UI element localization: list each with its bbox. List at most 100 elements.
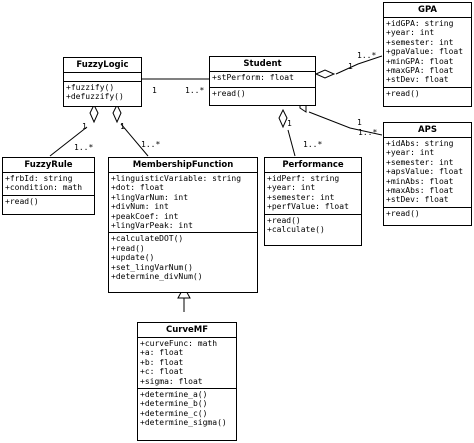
attribute: +gpaValue: float: [386, 47, 464, 57]
attribute: +dot: float: [111, 183, 164, 193]
attribute: +minGPA: float: [386, 56, 454, 66]
multiplicity-label: 1..*: [185, 86, 205, 95]
class-gpa: GPA +idGPA: string +year: int +semester:…: [383, 2, 472, 107]
attribute: +frbId: string: [5, 174, 73, 183]
methods-section: +fuzzify() +defuzzify(): [64, 82, 141, 104]
attribute: +a: float: [140, 348, 184, 358]
aggregation-diamond-student-performance: [278, 108, 288, 129]
attributes-section: +linguisticVariable: string +dot: float …: [109, 173, 257, 234]
class-curvemf: CurveMF +curveFunc: math +a: float +b: f…: [137, 322, 237, 441]
class-student: Student +stPerform: float +read(): [209, 56, 316, 106]
method: +calculateDOT(): [111, 234, 184, 244]
attribute: +lingVarNum: int: [111, 192, 189, 202]
attribute: +divNum: int: [111, 202, 169, 212]
attributes-section: +idPerf: string +year: int +semester: in…: [265, 173, 361, 215]
attribute: +semester: int: [386, 37, 454, 47]
class-name: MembershipFunction: [109, 158, 257, 173]
attribute: +minAbs: float: [386, 176, 454, 186]
multiplicity-label: 1: [82, 122, 87, 131]
attribute: +lingVarPeak: int: [111, 221, 193, 231]
attribute: +year: int: [267, 183, 316, 193]
method: +update(): [111, 253, 155, 263]
multiplicity-label: 1: [348, 62, 353, 71]
methods-section: +read() +calculate(): [265, 215, 361, 237]
attributes-section: +idAbs: string +year: int +semester: int…: [384, 138, 471, 208]
method: +read(): [386, 88, 420, 98]
aggregation-student-performance: [287, 129, 296, 157]
attribute: +idPerf: string: [267, 174, 340, 183]
aggregation-diamond-fuzzylogic-rule: [89, 103, 99, 124]
multiplicity-label: 1: [152, 86, 157, 95]
attribute: +c: float: [140, 367, 184, 377]
class-membershipfunction: MembershipFunction +linguisticVariable: …: [108, 157, 258, 293]
attribute: +stDev: float: [386, 195, 449, 205]
class-name: GPA: [384, 3, 471, 18]
attribute: +year: int: [386, 148, 435, 158]
class-name: CurveMF: [138, 323, 236, 338]
attribute: +idAbs: string: [386, 139, 454, 148]
attribute: +peakCoef: int: [111, 211, 179, 221]
multiplicity-label: 1..*: [358, 128, 378, 137]
method: +set_lingVarNum(): [111, 262, 193, 272]
attributes-section: +frbId: string +condition: math: [3, 173, 94, 196]
attribute: +b: float: [140, 357, 184, 367]
methods-section: +read(): [210, 88, 315, 100]
attribute: +semester: int: [386, 157, 454, 167]
class-name: FuzzyLogic: [64, 58, 141, 73]
methods-section: +read(): [384, 88, 471, 100]
method: +read(): [386, 208, 420, 218]
class-name: Student: [210, 57, 315, 72]
methods-section: +read(): [384, 208, 471, 220]
aggregation-fuzzylogic-mf: [120, 123, 149, 157]
class-name: FuzzyRule: [3, 158, 94, 173]
class-name: Performance: [265, 158, 361, 173]
method: +determine_a(): [140, 390, 208, 400]
aggregation-diamond-student-gpa: [314, 69, 336, 79]
attributes-section: +stPerform: float: [210, 72, 315, 88]
aggregation-student-gpa: [335, 55, 383, 75]
methods-section: +read(): [3, 196, 94, 208]
aggregation-diamond-fuzzylogic-mf: [112, 103, 122, 124]
multiplicity-label: 1..*: [141, 140, 161, 149]
attribute: +condition: math: [5, 183, 83, 193]
method: +read(): [212, 89, 246, 98]
attribute: +maxAbs: float: [386, 186, 454, 196]
method: +determine_b(): [140, 399, 208, 409]
class-name: APS: [384, 123, 471, 138]
method: +determine_sigma(): [140, 418, 227, 428]
attribute: +maxGPA: float: [386, 66, 454, 76]
multiplicity-label: 1: [357, 118, 362, 127]
multiplicity-label: 1..*: [303, 140, 323, 149]
multiplicity-label: 1..*: [357, 51, 377, 60]
method: +defuzzify(): [66, 92, 124, 102]
class-fuzzyrule: FuzzyRule +frbId: string +condition: mat…: [2, 157, 95, 215]
method: +determine_divNum(): [111, 272, 203, 282]
attribute: +semester: int: [267, 192, 335, 202]
method: +calculate(): [267, 225, 325, 235]
methods-section: +calculateDOT() +read() +update() +set_l…: [109, 233, 257, 283]
attribute: +idGPA: string: [386, 19, 454, 28]
method: +read(): [111, 243, 145, 253]
attributes-section: +idGPA: string +year: int +semester: int…: [384, 18, 471, 88]
method: +read(): [267, 215, 301, 225]
attributes-section: +curveFunc: math +a: float +b: float +c:…: [138, 338, 236, 390]
aggregation-student-aps: [308, 111, 383, 136]
class-fuzzylogic: FuzzyLogic +fuzzify() +defuzzify(): [63, 57, 142, 107]
method: +fuzzify(): [66, 83, 115, 92]
class-aps: APS +idAbs: string +year: int +semester:…: [383, 122, 472, 226]
attribute: +stDev: float: [386, 75, 449, 85]
attributes-section: [64, 73, 141, 82]
attribute: +perfValue: float: [267, 202, 349, 212]
multiplicity-label: 1: [120, 122, 125, 131]
attribute: +curveFunc: math: [140, 339, 218, 348]
multiplicity-label: 1..*: [74, 143, 94, 152]
class-performance: Performance +idPerf: string +year: int +…: [264, 157, 362, 246]
attribute: +apsValue: float: [386, 167, 464, 177]
aggregation-fuzzylogic-rule: [49, 126, 88, 157]
method: +read(): [5, 196, 39, 206]
attribute: +year: int: [386, 28, 435, 38]
multiplicity-label: 1: [287, 119, 292, 128]
attribute: +linguisticVariable: string: [111, 174, 242, 183]
